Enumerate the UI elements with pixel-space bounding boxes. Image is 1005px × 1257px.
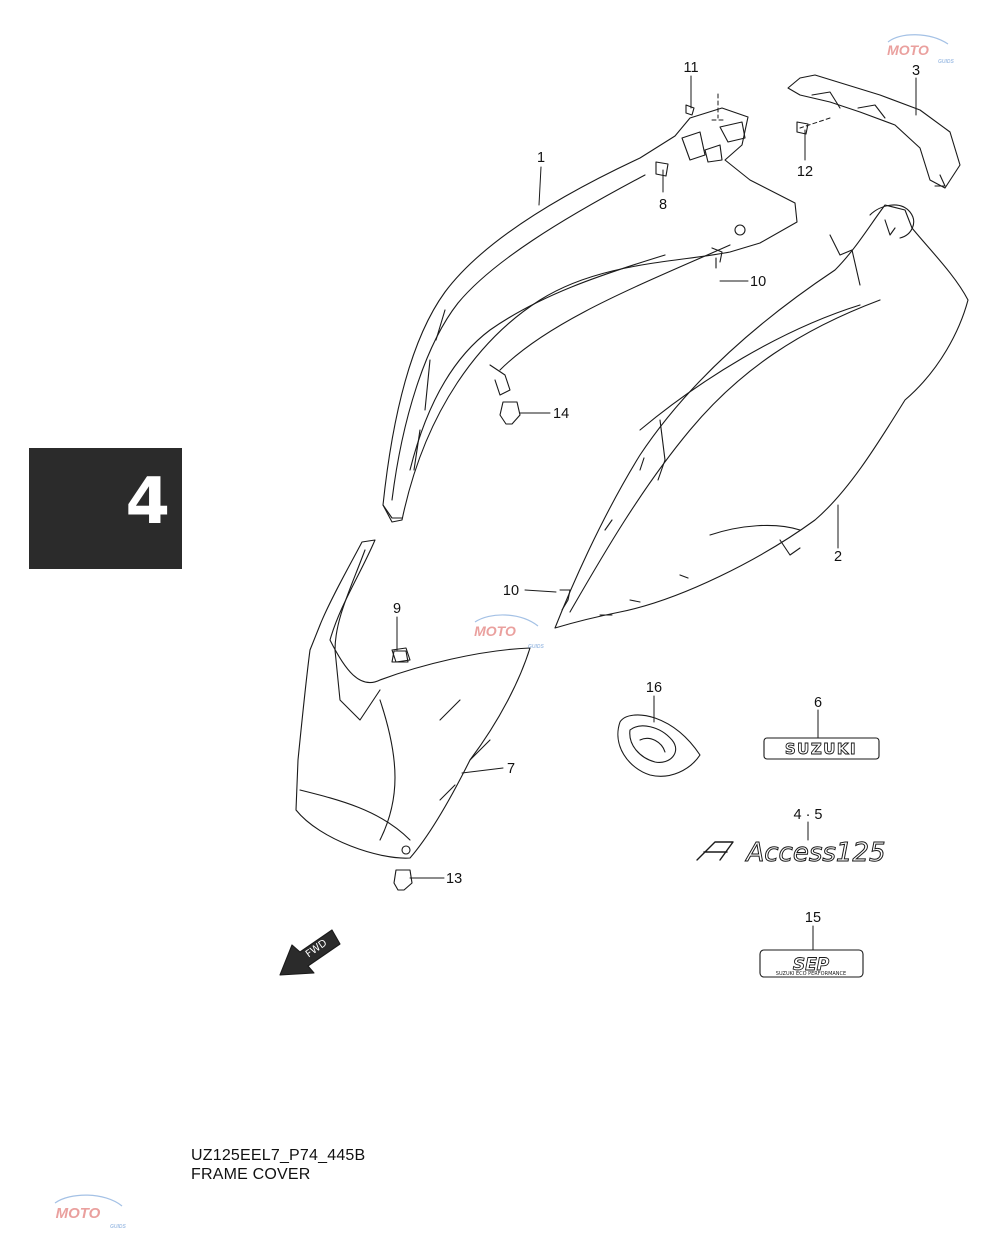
part-7-lower-cover: [295, 539, 531, 859]
watermark-text-1: MOTO: [887, 42, 929, 58]
section-tab: 4: [29, 448, 182, 569]
callout-8: 8: [659, 197, 667, 213]
callout-10-lower: 10: [503, 583, 519, 599]
callout-9: 9: [393, 601, 401, 617]
callout-15: 15: [805, 910, 821, 926]
part-2-side-cover: [554, 204, 969, 629]
leader-lines: [396, 75, 917, 951]
suzuki-decal-text: SUZUKI: [785, 740, 857, 758]
figure-code: UZ125EEL7_P74_445B: [191, 1147, 366, 1164]
watermark-subtext-3: GUIDS: [110, 1224, 127, 1230]
part-3-rear-cover: [787, 74, 961, 189]
figure-caption: UZ125EEL7_P74_445B FRAME COVER: [191, 1146, 365, 1184]
part-4-5-model-decal: [696, 841, 734, 861]
part-1-frame-cover: [382, 107, 798, 523]
figure-title: FRAME COVER: [191, 1166, 311, 1183]
callout-10-upper: 10: [750, 274, 766, 290]
callout-3: 3: [912, 63, 920, 79]
watermark-center: MOTO GUIDS: [474, 614, 545, 650]
callout-13: 13: [446, 871, 462, 887]
callout-11: 11: [683, 60, 698, 76]
watermark-subtext-2: GUIDS: [528, 644, 545, 650]
callout-12: 12: [797, 164, 813, 180]
part-15-sep-decal: [759, 949, 864, 978]
fwd-arrow: [279, 929, 341, 976]
callout-2: 2: [834, 549, 842, 565]
section-number: 4: [125, 465, 170, 539]
callout-16: 16: [646, 680, 662, 696]
watermark-subtext-1: GUIDS: [938, 59, 955, 65]
part-16-emblem-decal: [617, 714, 701, 777]
watermark-text-2: MOTO: [474, 623, 516, 639]
watermark-text-3: MOTO: [56, 1205, 101, 1222]
sep-decal-text: SEP: [793, 955, 830, 975]
sep-decal-subtext: SUZUKI ECO PERFORMANCE: [776, 971, 846, 977]
callout-7: 7: [507, 761, 515, 777]
callout-numbers: 1 2 3 4 · 5 6 7 8 9 10 10 11 12 13 14 15…: [393, 60, 920, 926]
watermark-top-right: MOTO GUIDS: [887, 34, 955, 65]
access125-decal-text: Access125: [744, 838, 885, 868]
callout-4-5: 4 · 5: [793, 807, 822, 823]
watermark-bottom-left: MOTO GUIDS: [54, 1194, 127, 1230]
fasteners: [391, 104, 809, 891]
callout-14: 14: [553, 406, 569, 422]
part-6-suzuki-decal: [763, 737, 880, 760]
callout-1: 1: [537, 150, 545, 166]
callout-6: 6: [814, 695, 822, 711]
